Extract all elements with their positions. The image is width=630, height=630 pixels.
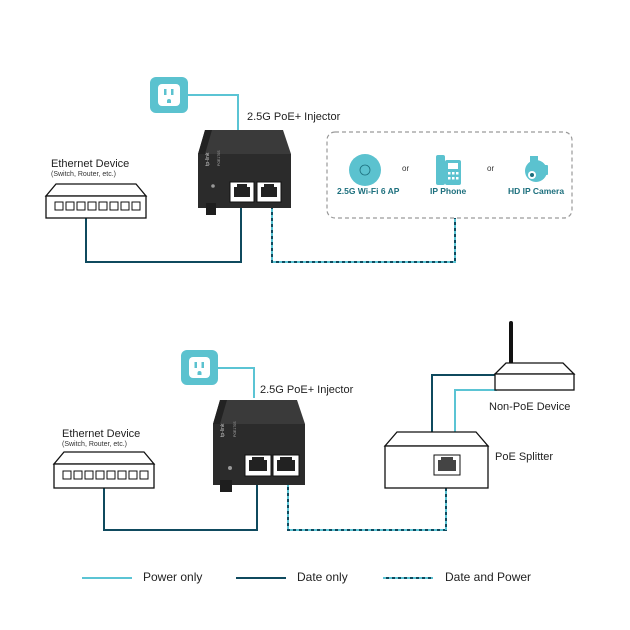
- non-poe-device-label: Non-PoE Device: [489, 401, 571, 413]
- ethernet-device-subtitle-bottom: (Switch, Router, etc.): [62, 441, 127, 448]
- ip-camera-icon: [525, 156, 548, 182]
- data-line-top: [85, 203, 242, 263]
- power-line-top: [168, 94, 239, 130]
- device-label-camera: HD IP Camera: [508, 186, 565, 196]
- power-outlet-icon: [150, 77, 188, 113]
- ethernet-port-icon: [244, 454, 272, 477]
- injector-brand-text: tp-link: [220, 423, 226, 437]
- ethernet-device-subtitle-top: (Switch, Router, etc.): [51, 171, 116, 178]
- ethernet-port-icon: [229, 181, 255, 203]
- injector-brand-text: tp-link: [205, 152, 211, 166]
- splitter-data-line: [431, 374, 497, 432]
- legend-power-only: Power only: [143, 570, 203, 584]
- ethernet-port-icon: [433, 454, 461, 476]
- injector-label-top: 2.5G PoE+ Injector: [247, 111, 341, 123]
- ethernet-device-title-top: Ethernet Device: [51, 158, 130, 170]
- ethernet-switch-icon: [52, 451, 156, 489]
- data-power-line-bottom-dash: [287, 478, 447, 531]
- injector-model-text: POE170S: [217, 150, 221, 166]
- injector-label-bottom: 2.5G PoE+ Injector: [260, 384, 354, 396]
- poe-devices-box: [326, 131, 573, 219]
- ethernet-port-icon: [256, 181, 282, 203]
- or-label: or: [487, 164, 495, 173]
- access-point-icon: [349, 154, 381, 186]
- data-power-line-top-base: [271, 203, 456, 263]
- power-outlet-icon: [181, 350, 218, 385]
- device-label-phone: IP Phone: [430, 186, 467, 196]
- legend-data-and-power: Date and Power: [445, 570, 532, 584]
- data-power-line-top-dash: [271, 203, 456, 263]
- device-label-ap: 2.5G Wi-Fi 6 AP: [337, 186, 400, 196]
- data-line-bottom: [103, 478, 258, 531]
- poe-splitter-icon: [383, 431, 490, 489]
- injector-model-text: POE170S: [233, 421, 237, 437]
- ethernet-port-icon: [272, 454, 300, 477]
- ip-phone-icon: [436, 155, 461, 185]
- router-icon: [493, 321, 576, 391]
- ethernet-device-title-bottom: Ethernet Device: [62, 428, 141, 440]
- splitter-power-line: [454, 389, 497, 432]
- legend-data-only: Date only: [297, 570, 348, 584]
- poe-splitter-label: PoE Splitter: [495, 451, 554, 463]
- poe-injector-device: tp-link POE170S: [198, 130, 291, 215]
- poe-injector-device: tp-link POE170S: [213, 400, 305, 492]
- or-label: or: [402, 164, 410, 173]
- ethernet-switch-icon: [44, 183, 148, 219]
